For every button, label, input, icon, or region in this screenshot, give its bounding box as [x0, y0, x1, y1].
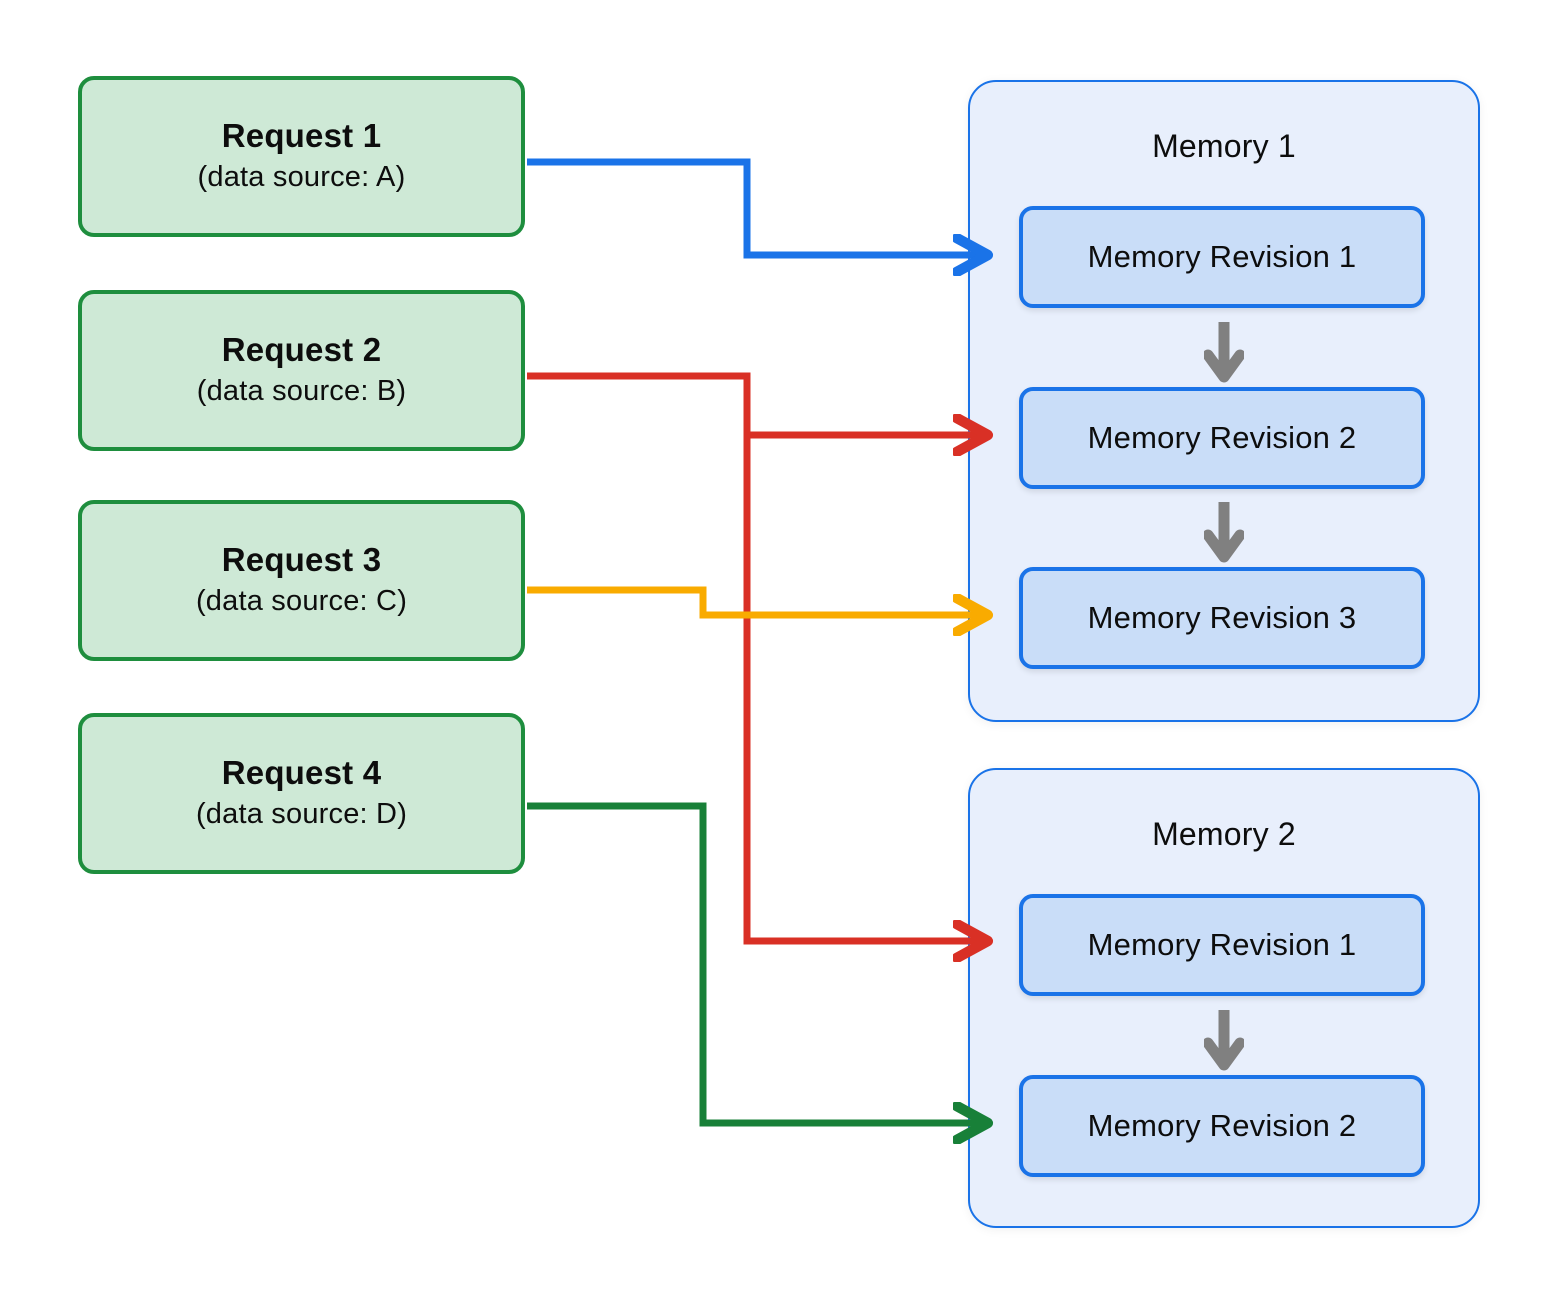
down-arrow-icon: [1204, 502, 1244, 563]
memory-title: Memory 1: [1152, 128, 1296, 164]
request-subtitle: (data source: A): [197, 161, 406, 194]
connector-request-1: [527, 158, 985, 255]
request-box-4[interactable]: Request 4 (data source: D): [78, 713, 525, 874]
connector-request-2-to-memory-2: [527, 372, 985, 941]
down-arrow-icon: [1204, 322, 1244, 383]
connector-request-4: [527, 802, 985, 1123]
connector-request-3: [527, 586, 985, 615]
request-box-1[interactable]: Request 1 (data source: A): [78, 76, 525, 237]
memory-container-2[interactable]: Memory 2 Memory Revision 1 Memory Revisi…: [968, 768, 1480, 1228]
request-title: Request 2: [221, 331, 382, 369]
request-subtitle: (data source: C): [195, 585, 408, 618]
request-subtitle: (data source: D): [195, 798, 408, 831]
request-title: Request 3: [221, 541, 382, 579]
memory-revision-box[interactable]: Memory Revision 2: [1019, 1075, 1425, 1177]
memory-revision-box[interactable]: Memory Revision 1: [1019, 894, 1425, 996]
memory-title: Memory 2: [1152, 816, 1296, 852]
request-box-2[interactable]: Request 2 (data source: B): [78, 290, 525, 451]
down-arrow-icon: [1204, 1010, 1244, 1071]
request-box-3[interactable]: Request 3 (data source: C): [78, 500, 525, 661]
memory-revision-box[interactable]: Memory Revision 3: [1019, 567, 1425, 669]
memory-revision-box[interactable]: Memory Revision 1: [1019, 206, 1425, 308]
memory-container-1[interactable]: Memory 1 Memory Revision 1 Memory Revisi…: [968, 80, 1480, 722]
memory-revision-box[interactable]: Memory Revision 2: [1019, 387, 1425, 489]
request-title: Request 4: [221, 754, 382, 792]
request-subtitle: (data source: B): [196, 375, 407, 408]
request-title: Request 1: [221, 117, 382, 155]
